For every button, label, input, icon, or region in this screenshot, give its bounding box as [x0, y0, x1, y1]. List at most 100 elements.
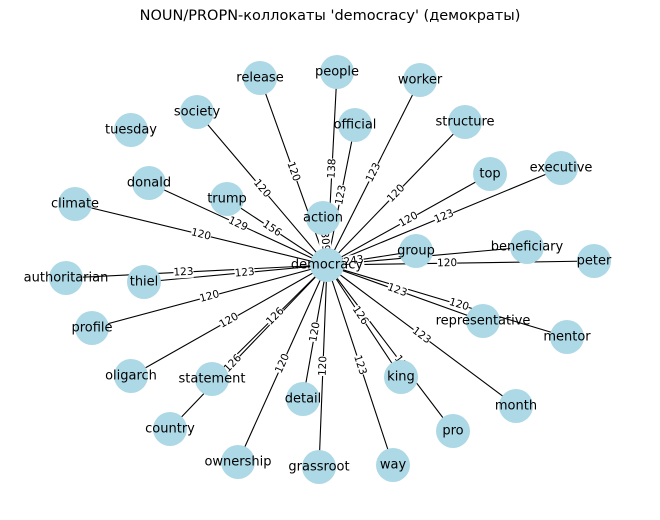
node-label-mentor: mentor [543, 330, 591, 345]
edge-weight-label-executive: 123 [432, 207, 455, 226]
node-circle-pro [436, 414, 470, 448]
edge-weight-label-official: 123 [333, 184, 349, 206]
node-label-people: people [315, 65, 359, 80]
node-beneficiary: beneficiary [491, 230, 564, 264]
node-label-oligarch: oligarch [105, 369, 157, 384]
node-circle-grassroot [302, 450, 336, 484]
svg-text:120: 120 [217, 310, 240, 330]
edge-weight-label-grassroot: 120 [317, 356, 330, 377]
node-structure: structure [436, 105, 495, 139]
node-worker: worker [398, 63, 443, 97]
svg-text:123: 123 [410, 325, 433, 347]
svg-text:123: 123 [173, 266, 194, 279]
svg-text:123: 123 [333, 184, 349, 206]
svg-text:123: 123 [432, 207, 455, 226]
node-circle-people [320, 55, 354, 89]
node-label-king: king [387, 370, 415, 385]
node-profile: profile [71, 311, 113, 345]
node-authoritarian: authoritarian [24, 261, 109, 295]
edge-weight-label-way: 123 [351, 354, 369, 377]
node-circle-group [399, 234, 433, 268]
edge-mentor [326, 264, 568, 338]
edge-weight-label-king: 126 [350, 304, 371, 328]
node-circle-authoritarian [49, 261, 83, 295]
svg-text:309: 309 [318, 231, 332, 252]
edge-weight-label-society: 120 [251, 177, 273, 200]
node-circle-beneficiary [510, 230, 544, 264]
node-circle-society [180, 95, 214, 129]
node-label-climate: climate [51, 197, 99, 212]
node-representative: representative [436, 304, 530, 338]
node-circle-way [376, 448, 410, 482]
edge-weight-label-month: 123 [410, 325, 433, 347]
node-statement: statement [179, 362, 246, 396]
svg-text:120: 120 [397, 209, 420, 229]
node-circle-representative [466, 304, 500, 338]
node-label-peter: peter [577, 254, 612, 269]
edge-weight-label-peter: 120 [437, 257, 457, 269]
node-circle-top [473, 157, 507, 191]
svg-text:120: 120 [284, 160, 302, 183]
svg-text:126: 126 [350, 304, 371, 328]
node-label-profile: profile [71, 321, 112, 336]
node-circle-thiel [127, 265, 161, 299]
node-climate: climate [51, 187, 99, 221]
node-detail: detail [285, 382, 321, 416]
edge-weight-label-group: 243 [343, 253, 365, 268]
node-label-democracy: democracy [291, 258, 363, 273]
svg-text:123: 123 [364, 161, 384, 184]
node-circle-ownership [221, 445, 255, 479]
edge-weight-label-worker: 123 [364, 161, 384, 184]
node-official: official [334, 108, 376, 142]
node-circle-climate [58, 187, 92, 221]
node-circle-structure [448, 105, 482, 139]
node-label-group: group [397, 244, 435, 259]
node-label-release: release [236, 71, 283, 86]
node-king: king [384, 360, 418, 394]
node-label-way: way [380, 458, 407, 473]
node-executive: executive [530, 151, 592, 185]
edge-weight-label-action: 309 [318, 231, 332, 252]
node-peter: peter [577, 244, 612, 278]
node-circle-oligarch [114, 359, 148, 393]
node-label-donald: donald [127, 176, 171, 191]
svg-text:129: 129 [226, 214, 249, 233]
node-people: people [315, 55, 359, 89]
node-group: group [397, 234, 435, 268]
node-democracy: democracy [291, 248, 363, 282]
edge-weight-label-thiel: 123 [234, 266, 255, 280]
edge-authoritarian [65, 264, 328, 279]
node-circle-release [243, 61, 277, 95]
node-top: top [473, 157, 507, 191]
node-label-tuesday: tuesday [105, 123, 157, 138]
node-circle-democracy [310, 248, 344, 282]
node-label-grassroot: grassroot [288, 460, 349, 475]
node-label-statement: statement [179, 372, 246, 387]
svg-text:120: 120 [251, 177, 273, 200]
edge-weight-label-oligarch: 120 [217, 310, 240, 330]
edge-weight-label-donald: 129 [226, 214, 249, 233]
node-circle-trump [210, 182, 244, 216]
node-circle-country [153, 412, 187, 446]
node-label-worker: worker [398, 73, 443, 88]
svg-text:123: 123 [234, 266, 255, 280]
node-release: release [236, 61, 284, 95]
edge-weight-label-representative: 123 [386, 281, 409, 299]
node-label-thiel: thiel [130, 275, 159, 290]
svg-text:120: 120 [437, 257, 457, 269]
node-thiel: thiel [127, 265, 161, 299]
node-circle-profile [75, 311, 109, 345]
edge-peter [326, 260, 595, 266]
node-month: month [495, 389, 537, 423]
node-country: country [145, 412, 195, 446]
node-circle-detail [286, 382, 320, 416]
graph-title: NOUN/PROPN-коллокаты 'democracy' (демокр… [139, 8, 521, 24]
node-label-authoritarian: authoritarian [24, 271, 109, 286]
svg-text:120: 120 [198, 288, 220, 305]
node-circle-worker [403, 63, 437, 97]
node-ownership: ownership [204, 445, 272, 479]
node-circle-statement [195, 362, 229, 396]
node-circle-action [306, 201, 340, 235]
edge-weight-label-profile: 120 [198, 288, 220, 305]
